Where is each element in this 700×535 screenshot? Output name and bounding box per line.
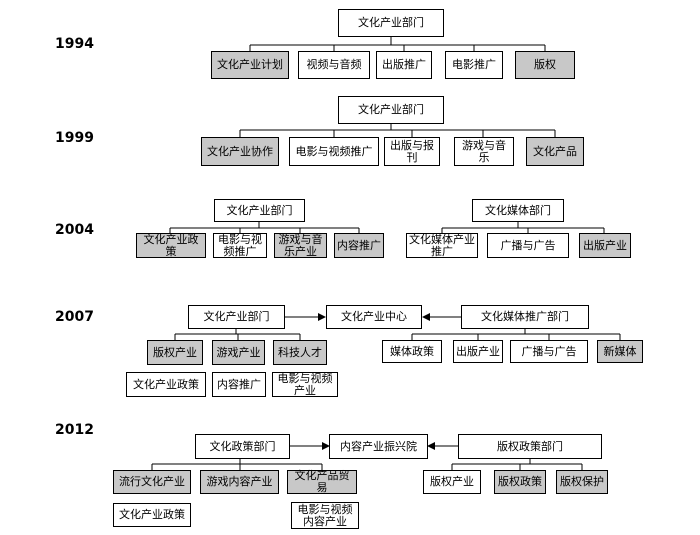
org-box-2012-r3: 版权保护 xyxy=(556,470,608,494)
org-box-2004-left-top: 文化产业部门 xyxy=(214,199,305,222)
org-box-2007-l4: 文化产业政策 xyxy=(126,372,206,397)
org-box-2004-l3: 游戏与音 乐产业 xyxy=(274,233,327,258)
org-box-1999-top: 文化产业部门 xyxy=(338,96,444,124)
org-box-2012-l2: 游戏内容产业 xyxy=(200,470,279,494)
org-box-2007-r2: 出版产业 xyxy=(453,340,503,363)
org-box-2004-right-top: 文化媒体部门 xyxy=(472,199,564,222)
org-box-2007-l3: 科技人才 xyxy=(273,340,327,365)
year-label-2004: 2004 xyxy=(55,222,94,238)
org-box-2007-l5: 内容推广 xyxy=(212,372,266,397)
org-box-1994-c3: 出版推广 xyxy=(376,51,432,79)
org-box-2012-l1: 流行文化产业 xyxy=(113,470,191,494)
org-box-1999-c2: 电影与视频推广 xyxy=(289,137,379,166)
org-box-1994-c5: 版权 xyxy=(515,51,575,79)
org-box-2004-l1: 文化产业政策 xyxy=(136,233,206,258)
year-label-1994: 1994 xyxy=(55,36,94,52)
org-box-1999-c1: 文化产业协作 xyxy=(201,137,279,166)
org-box-2012-center: 内容产业振兴院 xyxy=(329,434,428,459)
org-box-2012-right-top: 版权政策部门 xyxy=(458,434,602,459)
org-box-2007-l1: 版权产业 xyxy=(147,340,203,365)
org-box-2007-l2: 游戏产业 xyxy=(212,340,265,365)
org-box-2004-l2: 电影与视 频推广 xyxy=(213,233,267,258)
org-box-2004-r3: 出版产业 xyxy=(579,233,631,258)
org-box-2007-l6: 电影与视频 产业 xyxy=(272,372,338,397)
org-box-2007-r4: 新媒体 xyxy=(597,340,643,363)
org-box-2007-center: 文化产业中心 xyxy=(326,305,422,329)
org-box-2012-r2: 版权政策 xyxy=(494,470,546,494)
org-box-2012-r1: 版权产业 xyxy=(423,470,481,494)
org-box-1994-top: 文化产业部门 xyxy=(338,9,444,37)
year-label-1999: 1999 xyxy=(55,130,94,146)
org-box-2004-r2: 广播与广告 xyxy=(487,233,569,258)
org-box-2012-l4: 文化产业政策 xyxy=(113,503,191,527)
org-box-2004-r1: 文化媒体产业 推广 xyxy=(406,233,478,258)
org-box-1999-c5: 文化产品 xyxy=(526,137,584,166)
org-box-2012-l3: 文化产品贸易 xyxy=(287,470,357,494)
org-box-2007-right-top: 文化媒体推广部门 xyxy=(461,305,589,329)
year-label-2012: 2012 xyxy=(55,422,94,438)
year-label-2007: 2007 xyxy=(55,309,94,325)
org-box-1999-c4: 游戏与音乐 xyxy=(454,137,514,166)
org-box-1994-c1: 文化产业计划 xyxy=(211,51,289,79)
org-box-1999-c3: 出版与报刊 xyxy=(384,137,440,166)
org-box-2007-r3: 广播与广告 xyxy=(510,340,588,363)
org-box-1994-c2: 视频与音频 xyxy=(298,51,370,79)
org-box-2012-left-top: 文化政策部门 xyxy=(195,434,290,459)
org-box-2012-l5: 电影与视频 内容产业 xyxy=(291,502,359,529)
org-box-2007-left-top: 文化产业部门 xyxy=(188,305,285,329)
org-box-2007-r1: 媒体政策 xyxy=(382,340,442,363)
org-box-1994-c4: 电影推广 xyxy=(445,51,503,79)
org-box-2004-l4: 内容推广 xyxy=(334,233,384,258)
